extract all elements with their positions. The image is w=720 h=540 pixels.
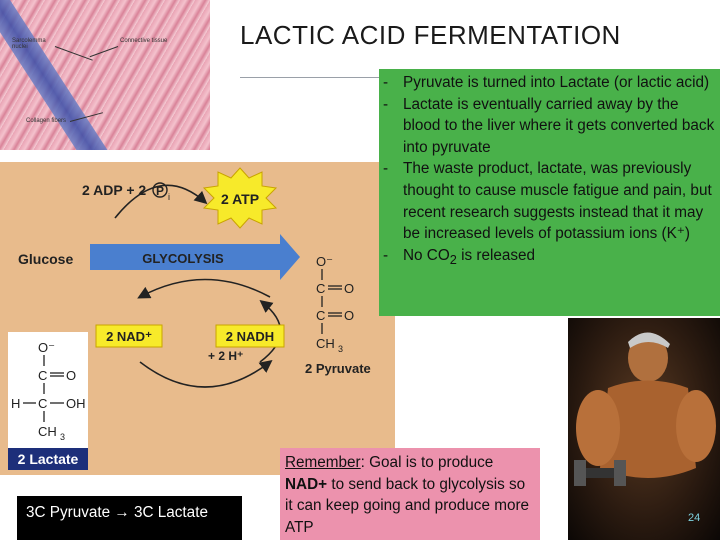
glycolysis-label: GLYCOLYSIS (142, 251, 224, 266)
phosphate-subscript: i (168, 192, 170, 202)
remember-bold: NAD+ (285, 475, 328, 493)
nad-box (95, 324, 163, 348)
atp-label: 2 ATP (221, 191, 259, 207)
pyruvate-o-minus: O⁻ (316, 254, 333, 269)
notes-bullet: -Pyruvate is turned into Lactate (or lac… (381, 72, 716, 94)
cycle-arrow-bottom (139, 360, 273, 388)
photo-torso (600, 380, 696, 478)
lactate-oh: OH (66, 396, 86, 411)
notes-list: -Pyruvate is turned into Lactate (or lac… (381, 72, 716, 270)
nadh-box (215, 324, 285, 348)
bullet-text-end: is released (456, 246, 536, 264)
micrograph-label-1: Sarcolemma nuclei (12, 38, 46, 50)
bullet-dash: - (383, 74, 389, 91)
page-number: 24 (688, 512, 701, 524)
bullet-subscript: 2 (449, 251, 457, 267)
remember-keyword: Remember (285, 454, 361, 471)
proton-label: + 2 H⁺ (208, 349, 243, 363)
notes-bullet: -Lactate is eventually carried away by t… (381, 94, 716, 159)
bullet-dash: - (383, 246, 389, 264)
lactate-ch3-sub: 3 (60, 432, 65, 442)
lactate-c1: C (38, 368, 47, 383)
atp-starburst-icon (202, 167, 278, 229)
bodybuilder-photo (568, 318, 720, 540)
dumbbell-plate (574, 460, 586, 486)
micrograph-label-2: Connective tissue (120, 38, 168, 44)
phosphate-symbol: P (156, 184, 164, 198)
lactate-o1: O (66, 368, 76, 383)
photo-head (628, 334, 668, 382)
nadh-label: 2 NADH (226, 329, 274, 344)
notes-box: -Pyruvate is turned into Lactate (or lac… (379, 69, 720, 316)
pyruvate-c1: C (316, 281, 325, 296)
pyruvate-label: 2 Pyruvate (305, 361, 371, 376)
photo-cap (628, 332, 670, 348)
lactate-h: H (11, 396, 20, 411)
bullet-dash: - (383, 160, 389, 178)
pyruvate-c2: C (316, 308, 325, 323)
pyruvate-lactate-caption: 3C Pyruvate → 3C Lactate (17, 496, 242, 540)
micrograph-stained-band (0, 0, 124, 150)
bullet-text: No CO (403, 246, 450, 264)
phosphate-circle-icon (152, 182, 168, 198)
adp-to-atp-arrow (114, 184, 208, 219)
lactate-ch3: CH (38, 424, 57, 439)
micrograph-leader-line (89, 46, 119, 58)
adp-label: 2 ADP + 2 (82, 182, 146, 198)
bullet-dash: - (383, 95, 389, 113)
bullet-text: Lactate is eventually carried away by th… (403, 95, 715, 156)
pyruvate-ch3-sub: 3 (338, 344, 343, 354)
lactate-label-box (8, 448, 88, 470)
pyruvate-o1: O (344, 281, 354, 296)
bullet-text: The waste product, lactate, was previous… (403, 160, 712, 243)
remember-note: Remember: Goal is to produce NAD+ to sen… (280, 448, 540, 540)
micrograph-leader-line (54, 46, 93, 61)
lactate-o-minus: O⁻ (38, 340, 55, 355)
pyruvate-o2: O (344, 308, 354, 323)
photo-right-arm (676, 390, 716, 462)
fermentation-diagram: 2 ATP 2 ADP + 2 P i Glucose GLYCOLYSIS O… (0, 162, 395, 475)
notes-bullet: -The waste product, lactate, was previou… (381, 158, 716, 244)
dumbbell-plate (614, 460, 626, 486)
muscle-micrograph: Sarcolemma nuclei Connective tissue Coll… (0, 0, 210, 150)
glucose-label: Glucose (18, 251, 73, 267)
pyruvate-ch3: CH (316, 336, 335, 351)
remember-text-end: to send back to glycolysis so it can kee… (285, 475, 530, 536)
lactate-c2: C (38, 396, 47, 411)
cycle-arrow-top (137, 278, 271, 299)
remember-text: : Goal is to produce (360, 454, 494, 471)
micrograph-label-3: Collagen fibers (26, 118, 67, 124)
lactate-label: 2 Lactate (18, 451, 79, 467)
notes-bullet: -No CO2 is released (381, 245, 716, 271)
glycolysis-arrow-icon (90, 234, 300, 280)
photo-left-arm (576, 390, 620, 466)
nad-label: 2 NAD⁺ (106, 329, 152, 344)
slide-title: LACTIC ACID FERMENTATION (240, 20, 621, 50)
dumbbell-icon (580, 468, 620, 478)
lactate-panel (8, 332, 88, 465)
bullet-text: Pyruvate is turned into Lactate (or lact… (403, 74, 710, 91)
